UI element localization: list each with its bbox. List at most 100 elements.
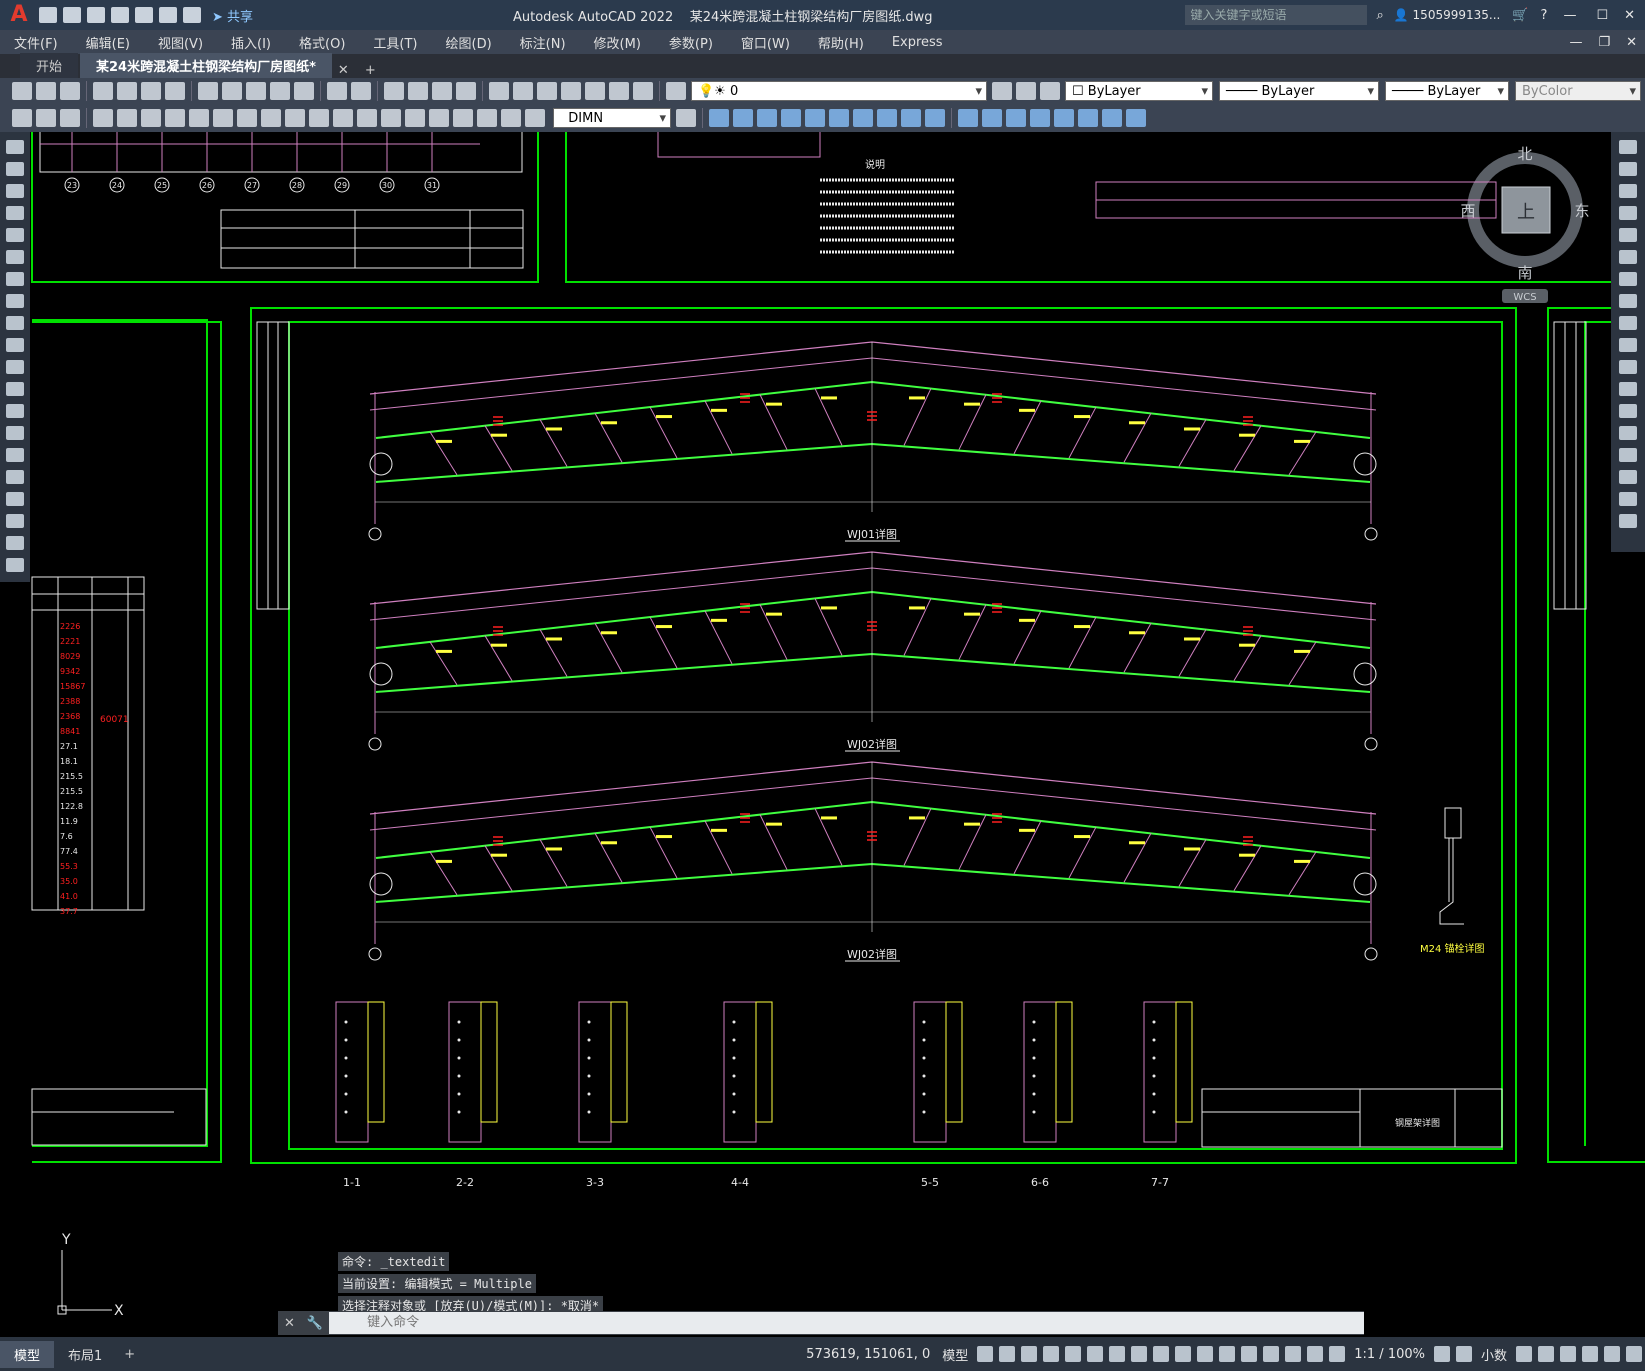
zoom-window-icon[interactable] <box>432 82 452 100</box>
gizmo-icon[interactable] <box>1285 1346 1302 1362</box>
quick-dim-icon[interactable] <box>285 109 305 127</box>
autocad-logo-icon[interactable]: A <box>10 2 28 27</box>
viewcube-ring[interactable] <box>1467 152 1583 268</box>
search-icon[interactable]: ⌕ <box>1376 7 1384 23</box>
doc-minimize-button[interactable]: — <box>1569 34 1583 50</box>
construction-line-icon[interactable] <box>6 162 24 176</box>
inspect-icon[interactable] <box>453 109 473 127</box>
share-button[interactable]: ➤ 共享 <box>212 9 254 25</box>
menu-format[interactable]: 格式(O) <box>299 36 346 52</box>
solid-r-icon[interactable] <box>1126 109 1146 127</box>
color-select[interactable]: ☐ ByLayer▾ <box>1065 81 1213 101</box>
osnap-tracking-icon[interactable] <box>1109 1346 1126 1362</box>
new-file-icon[interactable] <box>39 7 57 23</box>
tab-layout1[interactable]: 布局1 <box>68 1348 103 1364</box>
quick-properties-icon[interactable] <box>1516 1346 1532 1362</box>
scale-icon[interactable] <box>1619 294 1637 308</box>
snap-icon[interactable] <box>999 1346 1016 1362</box>
paste-icon[interactable] <box>246 82 266 100</box>
menu-edit[interactable]: 编辑(E) <box>85 36 130 52</box>
circle-icon[interactable] <box>6 272 24 286</box>
dim-continue-icon[interactable] <box>333 109 353 127</box>
hatch-icon[interactable] <box>6 448 24 462</box>
lock-ui-icon[interactable] <box>1538 1346 1554 1362</box>
open-icon[interactable] <box>36 82 56 100</box>
solid-h-icon[interactable] <box>877 109 897 127</box>
copy-icon[interactable] <box>222 82 242 100</box>
layer-select[interactable]: 💡☀ 0▾ <box>691 81 987 101</box>
mirror-icon[interactable] <box>1619 184 1637 198</box>
solid-n-icon[interactable] <box>1030 109 1050 127</box>
solid-b-icon[interactable] <box>733 109 753 127</box>
model-space-toggle[interactable]: 模型 <box>942 1348 969 1364</box>
zoom-realtime-icon[interactable] <box>408 82 428 100</box>
make-block-icon[interactable] <box>6 404 24 418</box>
join-icon[interactable] <box>1619 426 1637 440</box>
customization-icon[interactable] <box>1626 1346 1642 1362</box>
print-icon[interactable] <box>93 82 113 100</box>
dim-baseline-icon[interactable] <box>309 109 329 127</box>
solid-q-icon[interactable] <box>1102 109 1122 127</box>
menu-modify[interactable]: 修改(M) <box>593 36 641 52</box>
layer-properties-icon[interactable] <box>666 82 686 100</box>
ellipse-arc-icon[interactable] <box>6 360 24 374</box>
solid-p-icon[interactable] <box>1078 109 1098 127</box>
open-file-icon[interactable] <box>63 7 81 23</box>
layer-previous-icon[interactable] <box>1016 82 1036 100</box>
viewcube-face[interactable] <box>1501 186 1551 234</box>
undo-icon[interactable] <box>159 7 177 23</box>
menu-tools[interactable]: 工具(T) <box>373 36 418 52</box>
tab-drawing[interactable]: 某24米跨混凝土柱钢梁结构厂房图纸* <box>80 53 332 78</box>
break-icon[interactable] <box>1619 404 1637 418</box>
units-select[interactable]: 小数 <box>1480 1348 1507 1364</box>
rotate-icon[interactable] <box>1619 272 1637 286</box>
line-icon[interactable] <box>6 140 24 154</box>
maximize-button[interactable]: ☐ <box>1596 7 1609 23</box>
break-point-icon[interactable] <box>1619 382 1637 396</box>
menu-parametric[interactable]: 参数(P) <box>668 36 713 52</box>
markup-icon[interactable] <box>585 82 605 100</box>
menu-express[interactable]: Express <box>891 34 943 50</box>
new-tab-icon[interactable]: + <box>364 63 376 78</box>
rectangle-icon[interactable] <box>6 228 24 242</box>
command-input[interactable]: 键入命令 <box>329 1312 1364 1334</box>
viewcube-west-label[interactable]: 西 <box>1460 202 1475 220</box>
ortho-icon[interactable] <box>1043 1346 1060 1362</box>
fillet-icon[interactable] <box>1619 470 1637 484</box>
plotstyle-select[interactable]: ByColor▾ <box>1515 81 1641 101</box>
annotation-scale[interactable]: 1:1 / 100% <box>1354 1346 1425 1362</box>
publish-icon[interactable] <box>141 82 161 100</box>
save-icon[interactable] <box>87 7 105 23</box>
clean-screen-icon[interactable] <box>1604 1346 1620 1362</box>
tab-model[interactable]: 模型 <box>0 1340 55 1368</box>
workspace-gear-icon[interactable] <box>1433 1346 1450 1362</box>
tool-palettes-icon[interactable] <box>537 82 557 100</box>
trim-icon[interactable] <box>1619 338 1637 352</box>
auto-scale-icon[interactable] <box>1329 1346 1346 1362</box>
dim-ordinate-icon[interactable] <box>165 109 185 127</box>
doc-restore-button[interactable]: ❐ <box>1598 34 1611 50</box>
osnap-icon[interactable] <box>1131 1346 1148 1362</box>
solid-o-icon[interactable] <box>1054 109 1074 127</box>
erase-icon[interactable] <box>1619 140 1637 154</box>
menu-insert[interactable]: 插入(I) <box>231 36 272 52</box>
explode-icon[interactable] <box>1619 514 1637 528</box>
chamfer-icon[interactable] <box>1619 448 1637 462</box>
menu-file[interactable]: 文件(F) <box>14 36 58 52</box>
linetype-select[interactable]: ──── ByLayer▾ <box>1219 81 1379 101</box>
selection-filter-icon[interactable] <box>1263 1346 1280 1362</box>
zoom-previous-icon[interactable] <box>456 82 476 100</box>
menu-dimension[interactable]: 标注(N) <box>519 36 566 52</box>
solid-e-icon[interactable] <box>805 109 825 127</box>
redo-toolbar-icon[interactable] <box>351 82 371 100</box>
cut-icon[interactable] <box>198 82 218 100</box>
selection-cycling-icon[interactable] <box>1197 1346 1214 1362</box>
design-center-icon[interactable] <box>513 82 533 100</box>
minimize-button[interactable]: — <box>1563 7 1577 23</box>
dim-radius-icon[interactable] <box>189 109 209 127</box>
viewcube-north-label[interactable]: 北 <box>1517 145 1532 163</box>
tolerance-icon[interactable] <box>405 109 425 127</box>
layer-state-icon[interactable] <box>1040 82 1060 100</box>
undo-toolbar-icon[interactable] <box>327 82 347 100</box>
